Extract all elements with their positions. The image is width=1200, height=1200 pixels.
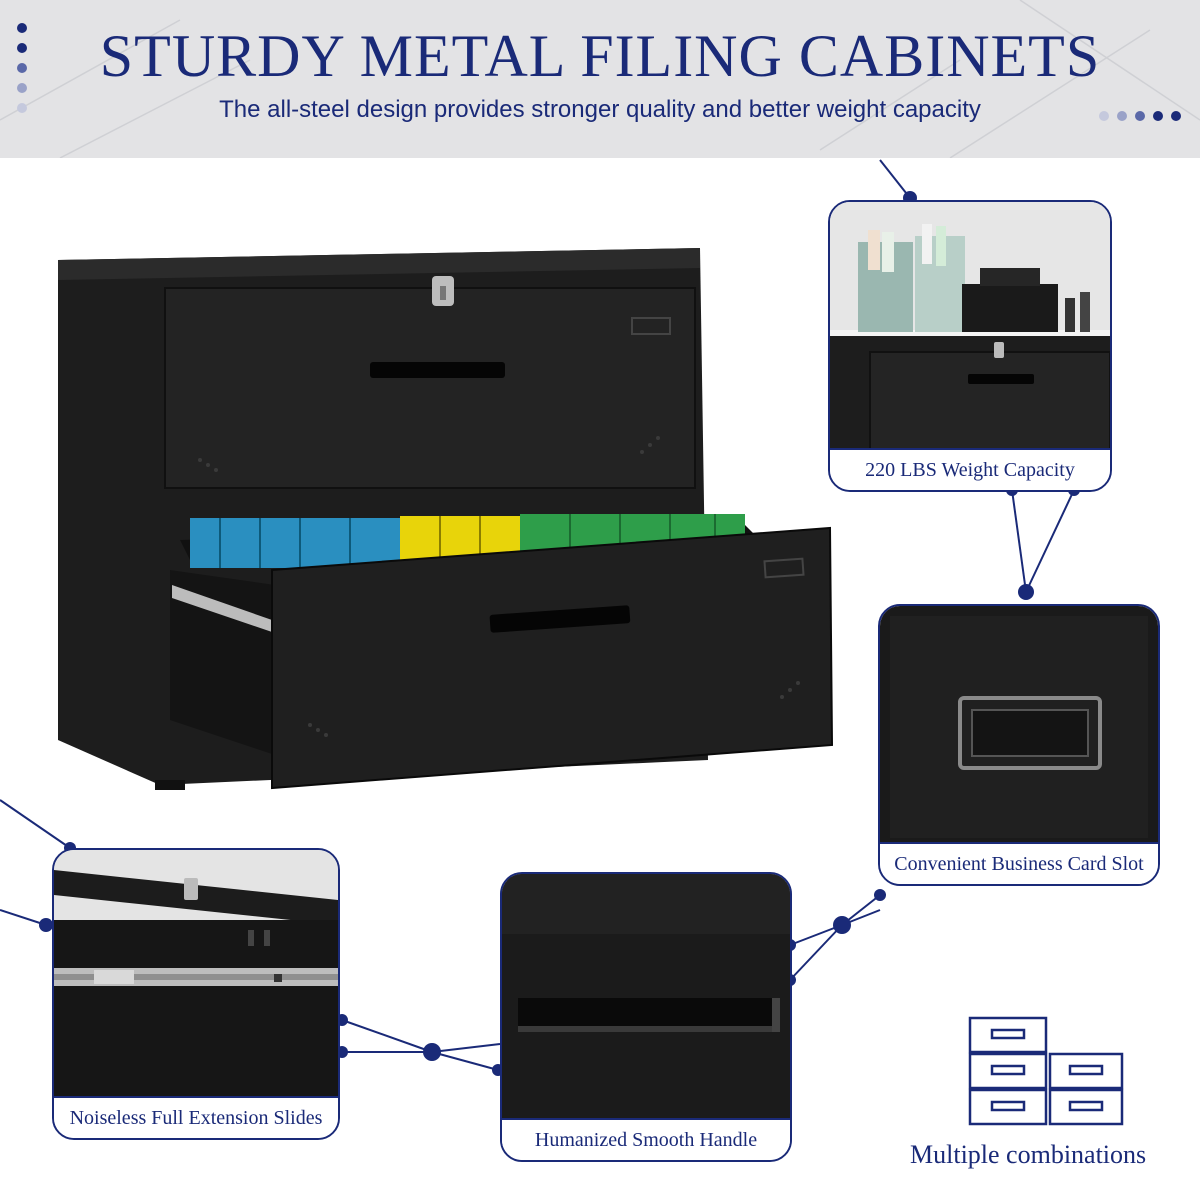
slides-image [54,850,338,1098]
page-title: STURDY METAL FILING CABINETS [99,23,1101,89]
weight-capacity-caption: 220 LBS Weight Capacity [830,448,1110,490]
handle-panel: Humanized Smooth Handle [500,872,792,1162]
slides-panel: Noiseless Full Extension Slides [52,848,340,1140]
card-slot-panel: Convenient Business Card Slot [878,604,1160,886]
lock-icon [432,276,454,306]
filing-cabinet-image [58,248,834,790]
multiple-combinations-label: Multiple combinations [910,1140,1147,1169]
decorative-dots-left [14,22,34,132]
slides-caption: Noiseless Full Extension Slides [54,1096,338,1138]
banner-line-pattern [0,0,1200,158]
drawer-stack-icon [968,1016,1124,1126]
handle-image [502,874,790,1120]
header-banner: STURDY METAL FILING CABINETS The all-ste… [0,0,1200,158]
weight-capacity-panel: 220 LBS Weight Capacity [828,200,1112,492]
card-slot-caption: Convenient Business Card Slot [880,842,1158,884]
decorative-dots-right [1098,108,1198,128]
page-subtitle: The all-steel design provides stronger q… [219,96,981,123]
weight-capacity-image [830,202,1110,452]
card-slot-image [880,606,1158,846]
handle-caption: Humanized Smooth Handle [502,1118,790,1160]
